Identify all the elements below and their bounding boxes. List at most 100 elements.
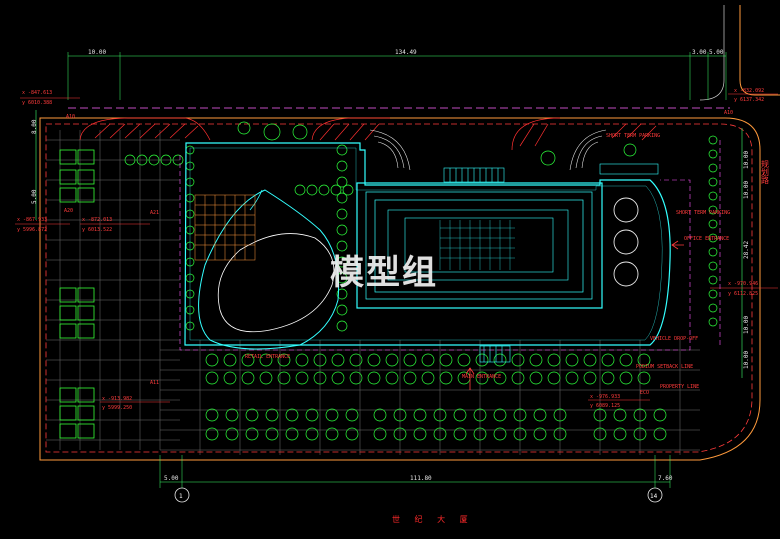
coord-rm-y: y 6112.825 xyxy=(728,291,758,297)
dim-bottom-left: 5.00 xyxy=(164,475,179,482)
dim-bottom-right: 7.60 xyxy=(658,475,673,482)
dim-top-right-a: 3.00 xyxy=(692,49,707,56)
tree-symbol xyxy=(313,353,327,367)
tree-symbol xyxy=(653,408,667,422)
tree-symbol xyxy=(708,205,718,215)
dim-bottom-total: 111.80 xyxy=(410,475,432,482)
tree-symbol xyxy=(345,408,359,422)
tree-symbol xyxy=(336,288,348,300)
coord-bl-x: x -913.982 xyxy=(102,396,132,402)
tree-symbol xyxy=(708,303,718,313)
note-short-term-parking-top: SHORT TERM PARKING xyxy=(606,133,660,139)
tree-symbol xyxy=(241,371,255,385)
tree-symbol xyxy=(453,408,467,422)
tree-symbol xyxy=(493,353,507,367)
landscape-pond xyxy=(198,189,340,350)
marker-a11: A11 xyxy=(150,380,159,386)
coord-rm-x: x -970.946 xyxy=(728,281,758,287)
tree-symbol xyxy=(565,371,579,385)
tree-symbol xyxy=(619,371,633,385)
tree-symbol xyxy=(265,427,279,441)
tree-symbol xyxy=(553,408,567,422)
tree-symbol xyxy=(349,353,363,367)
tree-symbol xyxy=(265,408,279,422)
tree-symbol xyxy=(237,121,251,135)
tree-symbol xyxy=(565,353,579,367)
tree-symbol xyxy=(637,353,651,367)
tree-symbol xyxy=(336,256,348,268)
coord-br-y: y 6089.125 xyxy=(590,403,620,409)
tree-symbol xyxy=(601,353,615,367)
tree-symbol xyxy=(708,163,718,173)
parking-stalls xyxy=(79,117,657,151)
coord-ml-b-y: y 6013.522 xyxy=(82,227,112,233)
tree-symbol xyxy=(475,371,489,385)
tree-symbol xyxy=(613,408,627,422)
tree-symbol xyxy=(421,371,435,385)
coordinate-labels: x -847.613 y 6010.388 x -832.092 y 6137.… xyxy=(15,88,778,411)
tree-symbol xyxy=(708,247,718,257)
dim-top-right-b: 5.00 xyxy=(709,49,724,56)
dim-right-5: 10.00 xyxy=(743,351,750,369)
tree-symbol xyxy=(225,427,239,441)
tree-symbol xyxy=(205,371,219,385)
tree-symbol xyxy=(493,427,507,441)
tree-symbol xyxy=(336,304,348,316)
grid-label-1: 1 xyxy=(179,493,183,500)
note-office-entrance: OFFICE ENTRANCE xyxy=(684,236,729,242)
setback-line xyxy=(179,140,721,351)
tree-symbol xyxy=(529,371,543,385)
marker-a21: A21 xyxy=(150,210,159,216)
right-road-label: 规划路 xyxy=(761,159,770,184)
tree-symbol xyxy=(259,371,273,385)
tree-symbol xyxy=(511,353,525,367)
tree-symbol xyxy=(393,408,407,422)
note-property-line: PROPERTY LINE xyxy=(660,384,699,390)
tree-symbol xyxy=(336,160,348,172)
tree-symbol xyxy=(385,353,399,367)
tree-symbol xyxy=(172,154,184,166)
grid-bubble-1 xyxy=(174,487,190,503)
tree-symbol xyxy=(708,219,718,229)
tree-symbol xyxy=(313,371,327,385)
tree-symbol xyxy=(124,154,136,166)
tree-symbol xyxy=(708,275,718,285)
tree-symbol xyxy=(708,191,718,201)
dim-left-1: 8.00 xyxy=(31,119,38,134)
tree-symbol xyxy=(637,371,651,385)
dim-top-total: 134.49 xyxy=(395,49,417,56)
tree-symbol xyxy=(413,408,427,422)
tree-symbol xyxy=(708,261,718,271)
tree-symbol xyxy=(148,154,160,166)
tree-symbol xyxy=(533,427,547,441)
coord-br-x: x -976.933 xyxy=(590,394,620,400)
tree-symbol xyxy=(529,353,543,367)
coord-tr-x: x -832.092 xyxy=(734,88,764,94)
coord-tr-y: y 6137.342 xyxy=(734,97,764,103)
plaza-grid xyxy=(194,194,256,261)
marker-a10-right: A10 xyxy=(724,110,733,116)
axis-markers: A10 A10 A20 A21 A11 ECO xyxy=(64,110,733,396)
note-main-entrance: MAIN ENTRANCE xyxy=(462,374,501,380)
coord-ml-a-y: y 5996.872 xyxy=(17,227,47,233)
tree-symbol xyxy=(593,427,607,441)
coord-tl-x: x -847.613 xyxy=(22,90,52,96)
tree-symbol xyxy=(439,353,453,367)
tree-symbol xyxy=(393,427,407,441)
tree-symbol xyxy=(633,427,647,441)
podium-outline xyxy=(184,142,671,346)
tree-symbol xyxy=(653,427,667,441)
tree-symbol xyxy=(385,371,399,385)
note-vehicle-drop: VEHICLE DROP-OFF xyxy=(650,336,698,342)
tree-symbol xyxy=(336,224,348,236)
tree-symbol xyxy=(306,184,318,196)
tree-symbol xyxy=(336,176,348,188)
stair-elements xyxy=(443,163,659,363)
entry-ramps xyxy=(369,129,607,171)
tree-symbol xyxy=(345,427,359,441)
note-retail-entrance: RETAIL ENTRANCE xyxy=(245,354,290,360)
tree-symbol xyxy=(305,408,319,422)
tree-symbol xyxy=(331,371,345,385)
tree-symbol xyxy=(223,353,237,367)
tree-symbol xyxy=(336,272,348,284)
